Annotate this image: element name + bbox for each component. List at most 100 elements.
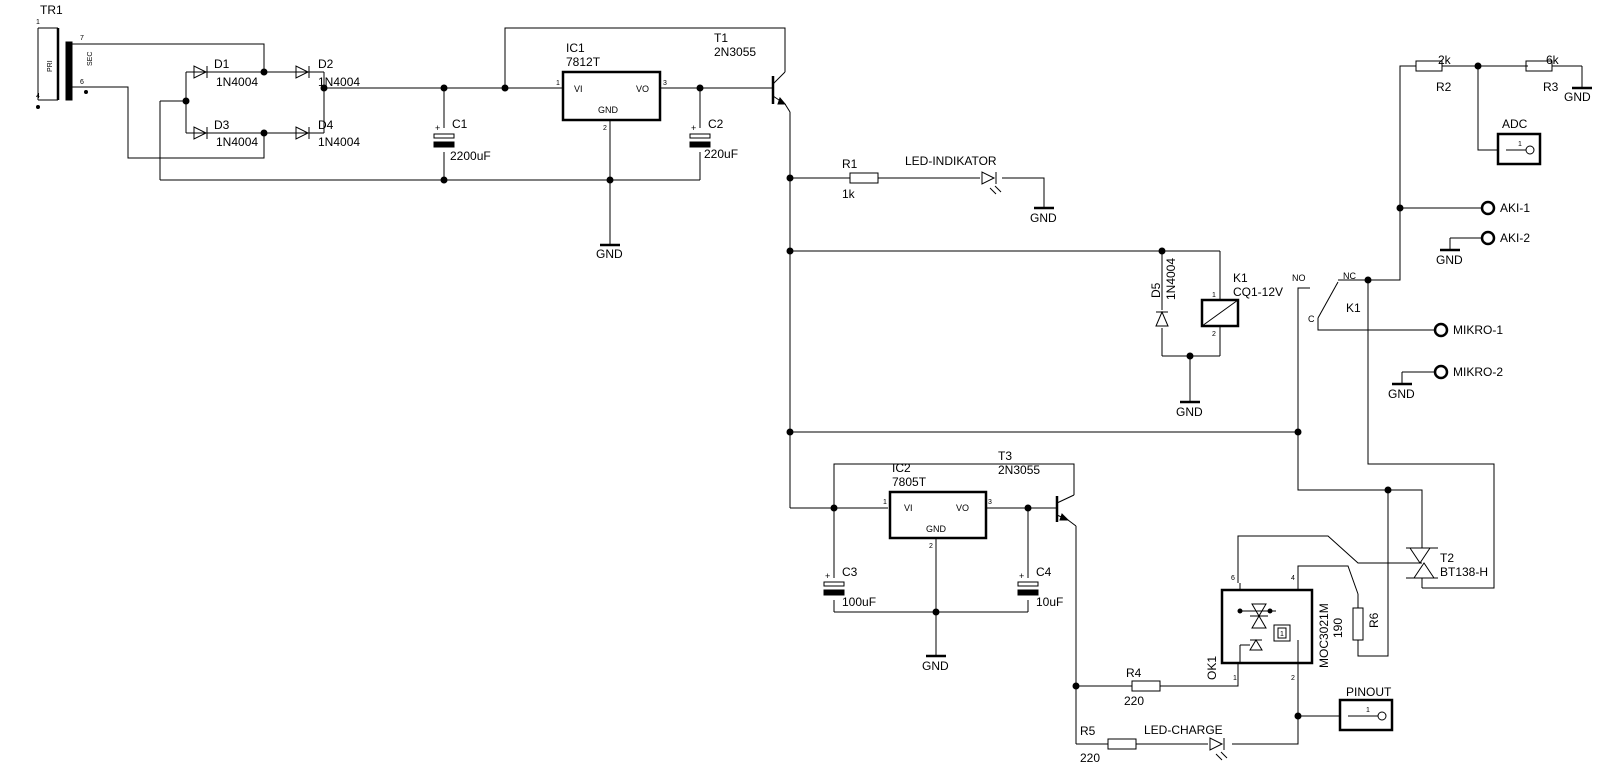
- diode-d1: D1 1N4004: [193, 57, 258, 89]
- gnd-mikro-2: GND: [1388, 382, 1415, 401]
- svg-text:VI: VI: [574, 84, 583, 94]
- svg-text:OK1: OK1: [1205, 656, 1219, 680]
- svg-text:220: 220: [1124, 694, 1144, 708]
- svg-text:C4: C4: [1036, 565, 1052, 579]
- svg-text:AKI-2: AKI-2: [1500, 231, 1530, 245]
- svg-text:D4: D4: [318, 118, 334, 132]
- svg-text:1: 1: [1280, 631, 1284, 638]
- gnd-led-indikator: GND: [1030, 206, 1057, 225]
- svg-text:10uF: 10uF: [1036, 595, 1063, 609]
- svg-text:2: 2: [1212, 331, 1216, 338]
- svg-text:7805T: 7805T: [892, 475, 927, 489]
- terminal-mikro-2: MIKRO-2: [1433, 364, 1503, 380]
- svg-text:LED-CHARGE: LED-CHARGE: [1144, 723, 1223, 737]
- gnd-ic2: GND: [922, 654, 949, 673]
- resistor-r1: R1 1k: [842, 157, 879, 201]
- transistor-t1: T1 2N3055: [714, 31, 787, 105]
- svg-text:LED-INDIKATOR: LED-INDIKATOR: [905, 154, 997, 168]
- svg-text:NO: NO: [1292, 273, 1306, 283]
- svg-text:T1: T1: [714, 31, 728, 45]
- junction-dots: [182, 62, 1482, 720]
- svg-text:1: 1: [1518, 141, 1522, 148]
- svg-text:AKI-1: AKI-1: [1500, 201, 1530, 215]
- svg-text:3: 3: [663, 80, 667, 87]
- capacitor-c4: + C4 10uF: [1017, 565, 1063, 609]
- diode-d2: D2 1N4004: [295, 57, 360, 89]
- svg-text:1N4004: 1N4004: [318, 135, 360, 149]
- svg-text:GND: GND: [922, 659, 949, 673]
- terminal-mikro-1: MIKRO-1: [1433, 322, 1503, 338]
- svg-text:IC2: IC2: [892, 461, 911, 475]
- svg-text:R1: R1: [842, 157, 858, 171]
- svg-text:2: 2: [929, 543, 933, 550]
- svg-text:1: 1: [556, 80, 560, 87]
- svg-text:+: +: [691, 123, 696, 133]
- svg-text:D1: D1: [214, 57, 230, 71]
- svg-text:220: 220: [1080, 751, 1100, 765]
- capacitor-c1: + C1 2200uF: [433, 117, 491, 163]
- svg-text:GND: GND: [1388, 387, 1415, 401]
- triac-t2: T2 BT138-H: [1406, 547, 1488, 579]
- tr1-pin7: 7: [80, 35, 84, 42]
- svg-text:GND: GND: [926, 524, 947, 534]
- diode-d5: D5 1N4004: [1149, 258, 1178, 327]
- svg-text:+: +: [1019, 571, 1024, 581]
- svg-text:VO: VO: [636, 84, 649, 94]
- svg-text:GND: GND: [1564, 90, 1591, 104]
- tr1-pri: PRI: [47, 60, 54, 72]
- connector-adc: ADC 1: [1496, 117, 1542, 166]
- resistor-r3: 6k R3: [1525, 53, 1560, 94]
- tr1-pin4: 4: [36, 93, 40, 100]
- svg-text:K1: K1: [1233, 271, 1248, 285]
- svg-text:MIKRO-2: MIKRO-2: [1453, 365, 1503, 379]
- tr1-pin1: 1: [36, 19, 40, 26]
- svg-text:3: 3: [988, 499, 992, 506]
- svg-text:1: 1: [1212, 292, 1216, 299]
- svg-text:1N4004: 1N4004: [318, 75, 360, 89]
- svg-text:220uF: 220uF: [704, 147, 738, 161]
- svg-text:D2: D2: [318, 57, 334, 71]
- resistor-r5: R5 220: [1080, 724, 1137, 765]
- connector-pinout: PINOUT 1: [1338, 685, 1394, 732]
- svg-text:PINOUT: PINOUT: [1346, 685, 1392, 699]
- led-charge: LED-CHARGE: [1144, 723, 1228, 761]
- svg-text:1N4004: 1N4004: [216, 135, 258, 149]
- svg-text:7812T: 7812T: [566, 55, 601, 69]
- svg-text:1: 1: [883, 499, 887, 506]
- svg-text:GND: GND: [596, 247, 623, 261]
- svg-text:K1: K1: [1346, 301, 1361, 315]
- svg-text:BT138-H: BT138-H: [1440, 565, 1488, 579]
- svg-text:GND: GND: [1176, 405, 1203, 419]
- gnd-r3: GND: [1564, 86, 1592, 104]
- svg-text:IC1: IC1: [566, 41, 585, 55]
- svg-text:C: C: [1308, 314, 1315, 324]
- svg-text:C1: C1: [452, 117, 468, 131]
- diode-d3: D3 1N4004: [193, 118, 258, 149]
- led-indikator: LED-INDIKATOR: [905, 154, 1002, 195]
- svg-text:GND: GND: [1030, 211, 1057, 225]
- transformer-tr1: TR1 1 4 7 6 PRI SEC: [36, 3, 94, 109]
- svg-text:R4: R4: [1126, 666, 1142, 680]
- svg-text:GND: GND: [1436, 253, 1463, 267]
- tr1-pin6: 6: [80, 79, 84, 86]
- svg-text:CQ1-12V: CQ1-12V: [1233, 285, 1283, 299]
- gnd-ic1: GND: [596, 243, 623, 261]
- optocoupler-ok1: OK1 MOC3021M 6 4 1 2 1: [1205, 575, 1331, 682]
- wires: [84, 27, 1583, 745]
- svg-text:1N4004: 1N4004: [216, 75, 258, 89]
- svg-text:GND: GND: [598, 105, 619, 115]
- regulator-ic2: IC2 7805T VI VO GND 1 3 2: [883, 461, 992, 550]
- svg-text:2N3055: 2N3055: [998, 463, 1040, 477]
- svg-text:1: 1: [1366, 707, 1370, 714]
- svg-text:R3: R3: [1543, 80, 1559, 94]
- svg-text:VO: VO: [956, 503, 969, 513]
- svg-text:VI: VI: [904, 503, 913, 513]
- relay-switch-k1: NO NC C K1: [1292, 271, 1361, 324]
- relay-coil-k1: K1 CQ1-12V 1 2: [1200, 271, 1283, 338]
- svg-text:4: 4: [1291, 575, 1295, 582]
- svg-text:ADC: ADC: [1502, 117, 1528, 131]
- svg-text:6: 6: [1231, 575, 1235, 582]
- svg-text:T3: T3: [998, 449, 1012, 463]
- svg-text:R5: R5: [1080, 724, 1096, 738]
- tr1-ref: TR1: [40, 3, 63, 17]
